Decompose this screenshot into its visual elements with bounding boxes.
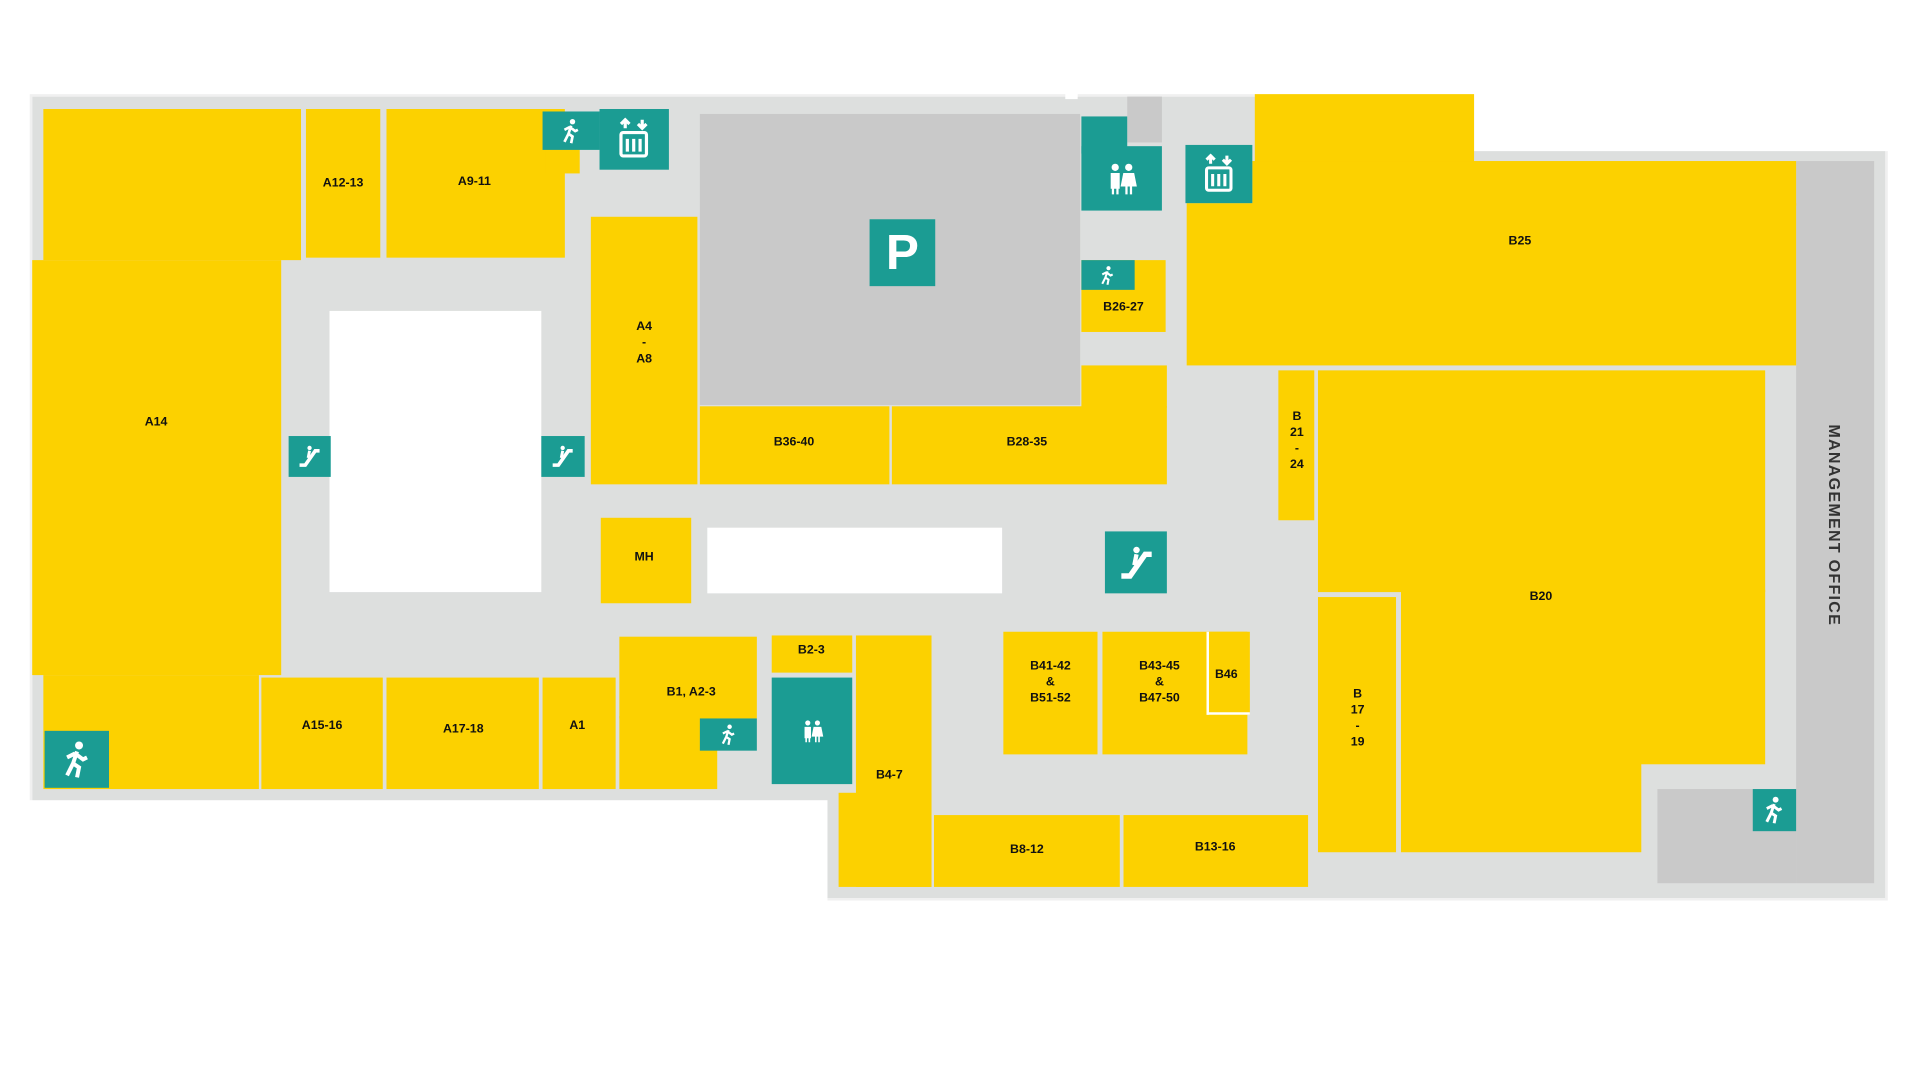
shop-label-b4-7: B4-7 [875, 768, 903, 783]
shop-label-a4-a8: A4 - A8 [636, 320, 653, 367]
shop-label-b41-42-b51-52: B41-42 & B51-52 [1030, 659, 1071, 706]
shop-mh[interactable] [600, 517, 692, 604]
shop-a14[interactable] [43, 109, 302, 261]
shop-b4-7[interactable] [838, 792, 932, 887]
shop-b1-a2-3[interactable] [619, 636, 757, 719]
floor-outline-cut [1474, 86, 1896, 152]
shop-a12-13[interactable] [305, 109, 381, 258]
shop-label-a15-16: A15-16 [301, 719, 343, 733]
shop-label-b20: B20 [1529, 590, 1553, 604]
elevator-icon[interactable] [599, 109, 669, 170]
parking-icon[interactable]: P [869, 219, 936, 287]
shop-b13-16[interactable] [1123, 815, 1309, 887]
shop-b25[interactable] [1186, 203, 1797, 366]
parking-letter: P [885, 224, 919, 280]
shop-b28-35[interactable] [1081, 365, 1167, 408]
shop-b17-19[interactable] [1317, 597, 1397, 853]
escalator-icon[interactable] [1104, 531, 1167, 594]
shop-a15-16[interactable] [261, 677, 383, 790]
atrium-void [329, 310, 542, 593]
shop-a17-18[interactable] [386, 677, 539, 790]
shop-a9-11[interactable] [545, 148, 580, 174]
shop-b36-40[interactable] [699, 406, 890, 485]
shop-label-b25: B25 [1508, 234, 1532, 249]
elevator-icon[interactable] [1185, 144, 1253, 204]
shop-label-b21-24: B 21 - 24 [1290, 410, 1304, 472]
shop-b41-42-b51-52[interactable] [1003, 631, 1098, 755]
restroom-icon[interactable] [771, 677, 853, 785]
shop-b46[interactable] [1206, 631, 1250, 715]
emergency-exit-icon[interactable] [44, 730, 110, 788]
shop-b25[interactable] [1254, 94, 1475, 164]
shop-a9-11[interactable] [386, 109, 565, 258]
shop-label-b1-a2-3: B1, A2-3 [666, 685, 716, 700]
shop-label-a17-18: A17-18 [442, 722, 484, 737]
shop-b28-35[interactable] [891, 406, 1167, 485]
shop-label-mh: MH [634, 550, 654, 565]
emergency-exit-icon[interactable] [1752, 789, 1797, 832]
floor-outline-cut [1065, 86, 1078, 100]
shop-label-b43-45-b47-50: B43-45 & B47-50 [1139, 659, 1180, 706]
management-office-area[interactable] [1796, 161, 1875, 884]
shop-b20[interactable] [1400, 589, 1766, 765]
emergency-exit-icon[interactable] [1081, 260, 1135, 290]
shop-label-b28-35: B28-35 [1006, 435, 1048, 450]
shop-b20[interactable] [1400, 761, 1642, 853]
service-area [1127, 96, 1162, 143]
floor-outline-cut [0, 800, 828, 912]
shop-label-b2-3: B2-3 [797, 643, 825, 658]
shop-b2-3[interactable] [771, 635, 853, 673]
shop-label-b36-40: B36-40 [773, 435, 815, 450]
shop-label-a14: A14 [144, 415, 168, 430]
shop-label-b26-27: B26-27 [1103, 300, 1144, 315]
escalator-icon[interactable] [541, 436, 585, 477]
shop-a4-a8[interactable] [590, 216, 698, 485]
management-office-label: MANAGEMENT OFFICE [1825, 424, 1844, 627]
emergency-exit-icon[interactable] [699, 718, 757, 751]
shop-label-b17-19: B 17 - 19 [1350, 687, 1365, 750]
shop-b25[interactable] [1252, 161, 1797, 206]
atrium-void [707, 527, 1003, 594]
shop-label-b8-12: B8-12 [1010, 842, 1044, 857]
shop-label-b13-16: B13-16 [1194, 840, 1236, 855]
shop-b21-24[interactable] [1278, 370, 1315, 521]
restroom-icon[interactable] [1081, 146, 1162, 211]
shop-label-a9-11: A9-11 [457, 175, 491, 189]
shop-label-a12-13: A12-13 [322, 176, 364, 191]
shop-b20[interactable] [1317, 370, 1766, 593]
shop-a14[interactable] [32, 260, 282, 676]
emergency-exit-icon[interactable] [542, 111, 600, 150]
shop-label-b46: B46 [1214, 668, 1238, 682]
shop-a1[interactable] [542, 677, 616, 790]
shop-b8-12[interactable] [933, 815, 1120, 887]
escalator-icon[interactable] [288, 436, 331, 477]
shop-label-a1: A1 [569, 719, 586, 733]
